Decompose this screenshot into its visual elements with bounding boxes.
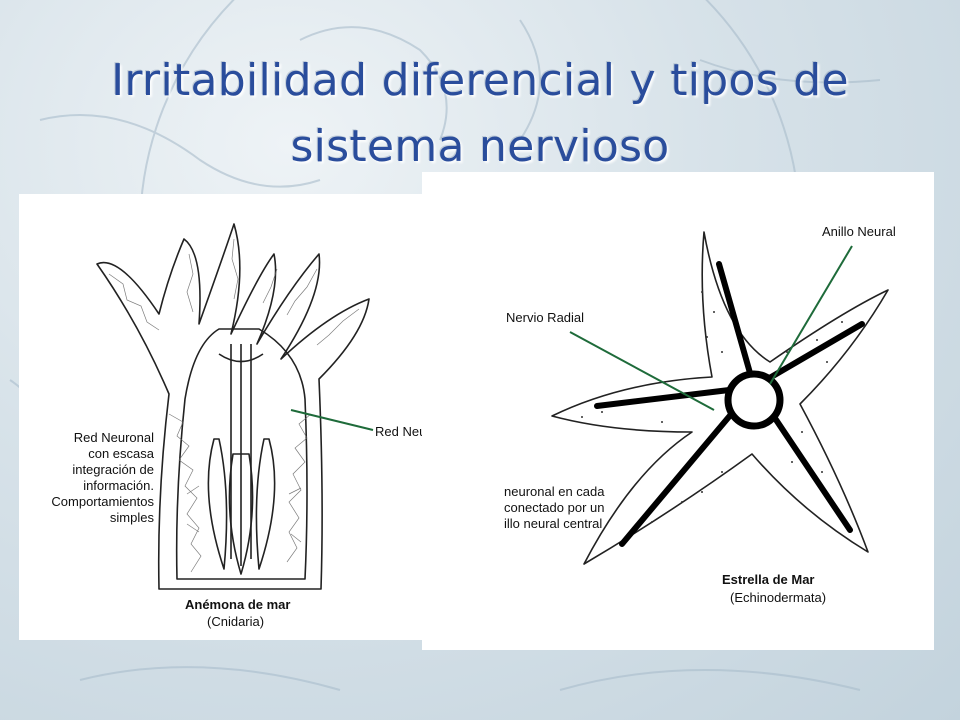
nerve-ring: [724, 370, 784, 430]
starfish-illustration: [551, 231, 889, 565]
slide-title: Irritabilidad diferencial y tipos de sis…: [20, 48, 940, 180]
anemone-pointer-line: [290, 409, 374, 431]
anemone-taxon: (Cnidaria): [207, 614, 265, 629]
starfish-description: neuronal en cada conectado por un illo n…: [504, 484, 604, 532]
starfish-description-line: illo neural central: [504, 516, 603, 531]
anemone-description-line: integración de: [72, 462, 154, 477]
starfish-description-line: neuronal en cada: [504, 484, 605, 499]
anemone-description-line: Comportamientos: [51, 494, 154, 509]
starfish-name: Estrella de Mar: [722, 572, 815, 587]
label-radial: Nervio Radial: [506, 310, 585, 325]
anemone-illustration: [96, 223, 374, 590]
starfish-taxon: (Echinodermata): [730, 590, 827, 605]
anemone-diagram-panel: Red Neuronal Red Neuronal con escasa int…: [19, 194, 477, 640]
anemone-description-line: con escasa: [88, 446, 154, 461]
anemone-description-line: información.: [83, 478, 154, 493]
ring-pointer-line: [769, 245, 853, 385]
starfish-description-line: conectado por un: [504, 500, 605, 515]
title-line-1: Irritabilidad diferencial y tipos de: [111, 55, 849, 106]
anemone-name: Anémona de mar: [185, 597, 291, 612]
starfish-diagram-panel: Anillo Neural Nervio Radial neuronal en …: [422, 172, 934, 650]
label-ring: Anillo Neural: [822, 224, 896, 239]
anemone-description: Red Neuronal con escasa integración de i…: [9, 430, 154, 526]
radial-pointer-line: [569, 331, 715, 411]
anemone-description-line: Red Neuronal: [73, 430, 154, 445]
title-line-2: sistema nervioso: [290, 121, 670, 172]
anemone-description-line: simples: [109, 510, 154, 525]
